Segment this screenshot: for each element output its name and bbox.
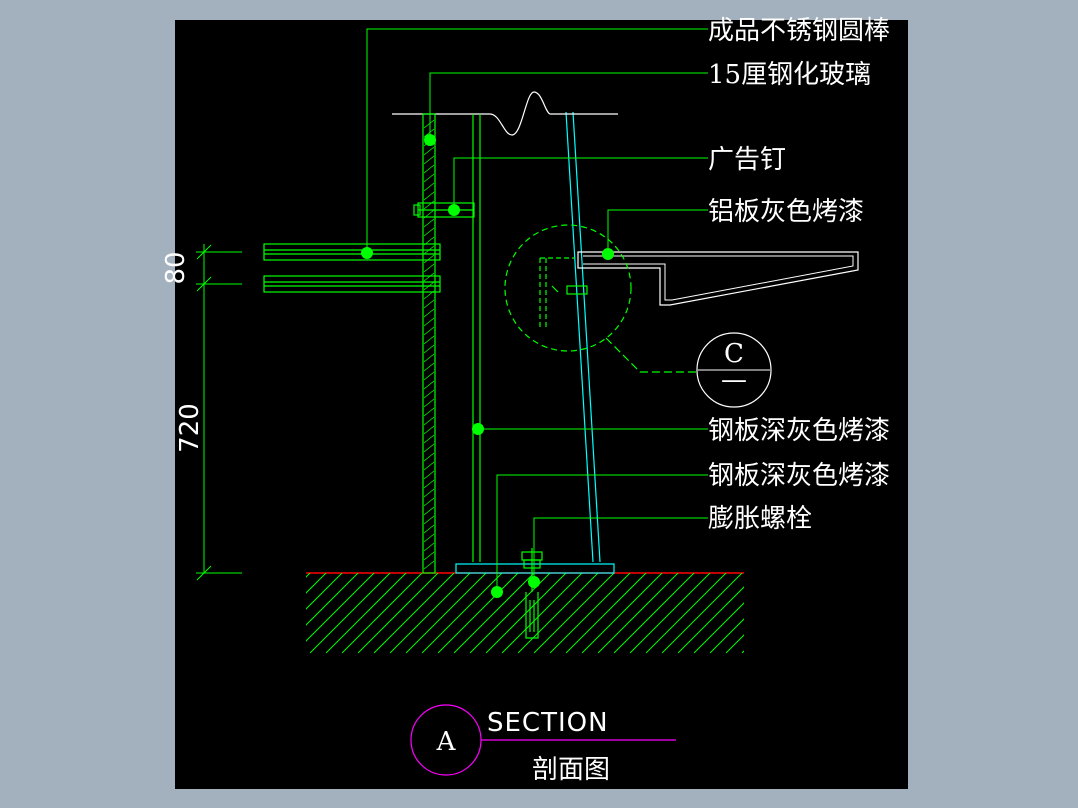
cad-drawing-canvas <box>175 20 908 789</box>
label-expansion-bolt: 膨胀螺栓 <box>708 504 812 534</box>
floor-slab <box>306 572 744 653</box>
label-aluminum-panel: 铝板灰色烤漆 <box>708 197 864 227</box>
section-letter: A <box>436 727 457 757</box>
aluminum-panel-shape <box>577 251 859 306</box>
label-stainless-rod: 成品不锈钢圆棒 <box>708 16 890 46</box>
dimension-720: 720 <box>175 403 205 453</box>
ad-nail <box>413 202 475 218</box>
aluminum-panel-inner <box>583 255 854 301</box>
floor-hatch <box>306 573 744 653</box>
section-title: SECTION <box>487 708 609 738</box>
detail-sub: — <box>721 365 747 395</box>
glass-panel <box>565 111 601 563</box>
detail-c-circle <box>504 224 698 373</box>
label-ad-nail: 广告钉 <box>708 145 786 175</box>
section-tag: A SECTION 剖面图 <box>410 704 676 785</box>
leader-lines <box>366 28 708 592</box>
handrail-rods <box>263 243 441 293</box>
dimension-80: 80 <box>161 251 191 284</box>
leader-dots <box>361 134 614 598</box>
detail-letter: C <box>724 339 744 369</box>
expansion-bolt <box>521 548 543 639</box>
label-tempered-glass: 15厘钢化玻璃 <box>708 60 871 90</box>
section-subtitle: 剖面图 <box>532 755 610 785</box>
dimension-lines <box>196 244 242 581</box>
label-steel-panel-1: 钢板深灰色烤漆 <box>708 416 890 446</box>
base-plate <box>455 563 615 574</box>
left-post <box>422 113 436 574</box>
steel-plate <box>472 114 481 562</box>
label-steel-panel-2: 钢板深灰色烤漆 <box>708 461 890 491</box>
detail-callout-c: C — <box>696 332 772 408</box>
break-line <box>392 91 618 136</box>
